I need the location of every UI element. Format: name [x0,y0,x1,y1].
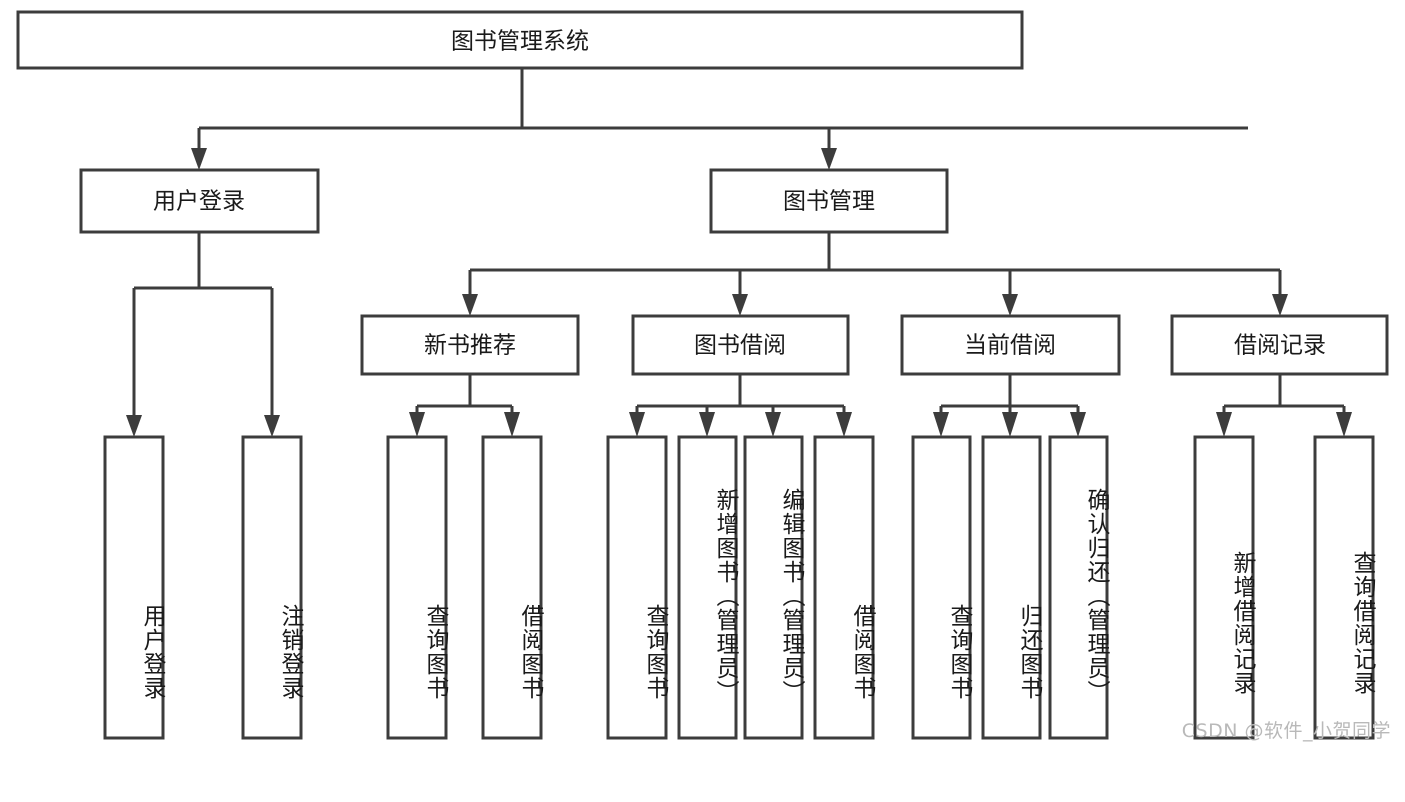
node-borrow-record[interactable]: 借阅记录 [1170,314,1389,376]
node-book-management[interactable]: 图书管理 [709,168,949,234]
leaf-node-confirm-return-admin[interactable] [1048,435,1109,740]
node-user-login-label: 用户登录 [153,189,245,215]
node-new-book-recommendation[interactable]: 新书推荐 [360,314,580,376]
leaf-node-query-book-current[interactable] [911,435,972,740]
flowchart-svg: 图书管理系统 用户登录 图书管理 新书推荐 图书借阅 当前借阅 借阅记录 [16,10,1389,740]
leaf-node-logout[interactable] [241,435,303,740]
node-book-borrowing[interactable]: 图书借阅 [631,314,850,376]
node-borrow-record-label: 借阅记录 [1234,333,1326,359]
connector-borrow-record-to-leaves [1216,374,1352,437]
connector-book-borrow-to-leaves [629,374,852,437]
leaf-node-borrow-book[interactable] [813,435,875,740]
node-book-management-label: 图书管理 [783,189,875,215]
node-root-system-label: 图书管理系统 [451,29,589,55]
connector-new-book-rec-to-leaves [409,374,520,437]
node-new-book-recommendation-label: 新书推荐 [424,333,516,359]
leaf-node-query-borrow-record[interactable] [1313,435,1375,740]
node-user-login[interactable]: 用户登录 [79,168,320,234]
leaf-node-user-login[interactable] [103,435,165,740]
leaf-node-borrow-book-rec[interactable] [481,435,543,740]
leaf-node-query-book-borrow[interactable] [606,435,668,740]
node-book-borrowing-label: 图书借阅 [694,333,786,359]
connector-current-borrow-to-leaves [933,374,1086,437]
node-current-borrowing[interactable]: 当前借阅 [900,314,1121,376]
csdn-watermark: CSDN @软件_小贺同学 [1181,720,1391,742]
node-current-borrowing-label: 当前借阅 [964,333,1056,359]
leaf-node-add-book-admin[interactable] [677,435,738,740]
leaf-node-add-borrow-record[interactable] [1193,435,1255,740]
connector-root-to-level2 [191,68,1248,170]
flowchart-canvas: 图书管理系统 用户登录 图书管理 新书推荐 图书借阅 当前借阅 借阅记录 [16,10,1391,742]
connector-book-mgmt-to-level3 [462,232,1288,316]
leaf-node-edit-book-admin[interactable] [743,435,804,740]
leaf-node-return-book[interactable] [981,435,1042,740]
node-root-system[interactable]: 图书管理系统 [16,10,1024,70]
connector-user-login-to-leaves [126,232,280,437]
leaf-node-query-book-rec[interactable] [386,435,448,740]
